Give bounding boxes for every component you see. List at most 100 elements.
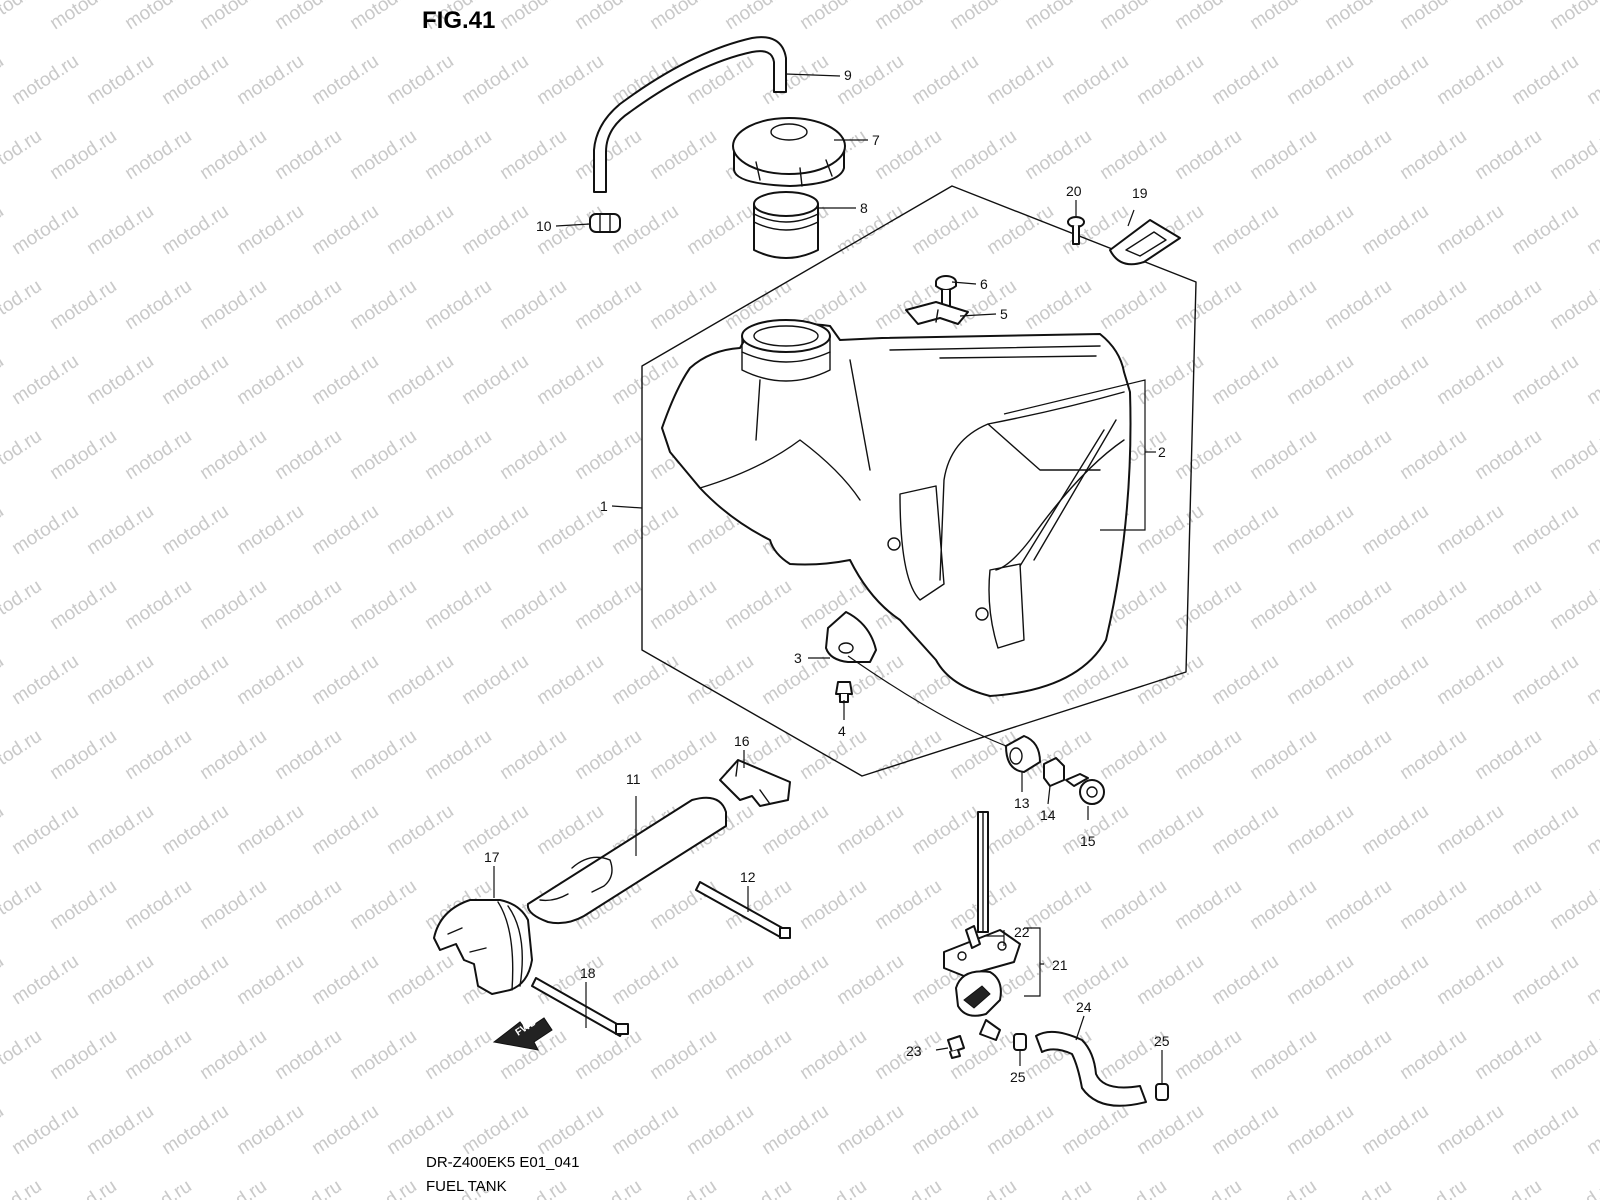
watermark-text: motod.ru — [1471, 426, 1545, 484]
watermark-text: motod.ru — [683, 1101, 757, 1159]
watermark-text: motod.ru — [308, 351, 382, 409]
watermark-text: motod.ru — [121, 126, 195, 184]
watermark-text: motod.ru — [0, 201, 8, 259]
watermark-text: motod.ru — [608, 651, 682, 709]
watermark-text: motod.ru — [383, 801, 457, 859]
watermark-text: motod.ru — [1133, 1101, 1207, 1159]
watermark-text: motod.ru — [346, 876, 420, 934]
watermark-text: motod.ru — [496, 0, 570, 34]
watermark-text: motod.ru — [46, 1176, 120, 1200]
watermark-text: motod.ru — [871, 876, 945, 934]
watermark-text: motod.ru — [1058, 1101, 1132, 1159]
callout-7: 7 — [872, 132, 880, 148]
watermark-text: motod.ru — [271, 276, 345, 334]
watermark-text: motod.ru — [983, 201, 1057, 259]
watermark-text: motod.ru — [0, 0, 46, 34]
watermark-text: motod.ru — [458, 651, 532, 709]
mount-bracket-3 — [825, 611, 877, 663]
watermark-text: motod.ru — [1246, 276, 1320, 334]
watermark-text: motod.ru — [833, 951, 907, 1009]
watermark-text: motod.ru — [346, 1026, 420, 1084]
watermark-text: motod.ru — [1508, 651, 1582, 709]
watermark-text: motod.ru — [1208, 501, 1282, 559]
watermark-text: motod.ru — [421, 576, 495, 634]
watermark-text: motod.ru — [1171, 276, 1245, 334]
watermark-text: motod.ru — [308, 201, 382, 259]
watermark-text: motod.ru — [1396, 126, 1470, 184]
watermark-text: motod.ru — [533, 501, 607, 559]
watermark-text: motod.ru — [646, 0, 720, 34]
watermark-text: motod.ru — [1433, 801, 1507, 859]
watermark-text: motod.ru — [121, 426, 195, 484]
watermark-text: motod.ru — [608, 1101, 682, 1159]
callout-9: 9 — [844, 67, 852, 83]
watermark-text: motod.ru — [908, 201, 982, 259]
watermark-text: motod.ru — [571, 426, 645, 484]
watermark-text: motod.ru — [346, 126, 420, 184]
watermark-text: motod.ru — [0, 801, 8, 859]
watermark-text: motod.ru — [308, 951, 382, 1009]
watermark-text: motod.ru — [1433, 651, 1507, 709]
watermark-text: motod.ru — [346, 1176, 420, 1200]
watermark-text: motod.ru — [533, 51, 607, 109]
watermark-text: motod.ru — [8, 801, 82, 859]
watermark-text: motod.ru — [533, 801, 607, 859]
watermark-text: motod.ru — [8, 501, 82, 559]
watermark-text: motod.ru — [721, 0, 795, 34]
watermark-text: motod.ru — [458, 351, 532, 409]
watermark-text: motod.ru — [1283, 351, 1357, 409]
watermark-text: motod.ru — [1021, 876, 1095, 934]
watermark-text: motod.ru — [8, 951, 82, 1009]
watermark-text: motod.ru — [1246, 1176, 1320, 1200]
watermark-text: motod.ru — [1283, 201, 1357, 259]
watermark-text: motod.ru — [1246, 1026, 1320, 1084]
watermark-text: motod.ru — [646, 876, 720, 934]
watermark-text: motod.ru — [1096, 0, 1170, 34]
watermark-text: motod.ru — [758, 51, 832, 109]
watermark-text: motod.ru — [1321, 1026, 1395, 1084]
watermark-text: motod.ru — [1471, 0, 1545, 34]
watermark-text: motod.ru — [946, 126, 1020, 184]
watermark-text: motod.ru — [158, 801, 232, 859]
callout-labels: 9 7 8 10 20 19 6 5 1 2 3 4 13 14 15 16 1… — [484, 67, 1170, 1085]
watermark-text: motod.ru — [1358, 951, 1432, 1009]
watermark-text: motod.ru — [458, 501, 532, 559]
watermark-text: motod.ru — [1546, 0, 1600, 34]
watermark-text: motod.ru — [1246, 426, 1320, 484]
heat-shield — [433, 899, 533, 995]
watermark-text: motod.ru — [0, 1026, 46, 1084]
watermark-text: motod.ru — [0, 1101, 8, 1159]
callout-12: 12 — [740, 869, 756, 885]
callout-23: 23 — [906, 1043, 922, 1059]
callout-15: 15 — [1080, 833, 1096, 849]
watermark-text: motod.ru — [1508, 801, 1582, 859]
watermark-text: motod.ru — [1208, 801, 1282, 859]
watermark-text: motod.ru — [0, 576, 46, 634]
watermark-text: motod.ru — [1508, 51, 1582, 109]
watermark-text: motod.ru — [1321, 426, 1395, 484]
watermark-text: motod.ru — [1471, 726, 1545, 784]
watermark-text: motod.ru — [796, 1176, 870, 1200]
breather-hose — [593, 36, 787, 193]
watermark-text: motod.ru — [1583, 201, 1600, 259]
watermark-text: motod.ru — [683, 951, 757, 1009]
watermark-text: motod.ru — [383, 51, 457, 109]
watermark-text: motod.ru — [1471, 576, 1545, 634]
watermark-text: motod.ru — [121, 876, 195, 934]
watermark-text: motod.ru — [1433, 951, 1507, 1009]
watermark-text: motod.ru — [308, 801, 382, 859]
watermark-text: motod.ru — [233, 651, 307, 709]
model-code: DR-Z400EK5 E01_041 — [426, 1154, 579, 1171]
watermark-text: motod.ru — [346, 426, 420, 484]
watermark-text: motod.ru — [308, 1101, 382, 1159]
watermark-text: motod.ru — [1546, 426, 1600, 484]
watermark-text: motod.ru — [983, 51, 1057, 109]
watermark-text: motod.ru — [1583, 501, 1600, 559]
watermark-text: motod.ru — [121, 726, 195, 784]
bracket-5 — [905, 301, 969, 325]
watermark-text: motod.ru — [346, 576, 420, 634]
watermark-text: motod.ru — [196, 726, 270, 784]
watermark-text: motod.ru — [1508, 501, 1582, 559]
watermark-text: motod.ru — [421, 276, 495, 334]
callout-10: 10 — [536, 218, 552, 234]
